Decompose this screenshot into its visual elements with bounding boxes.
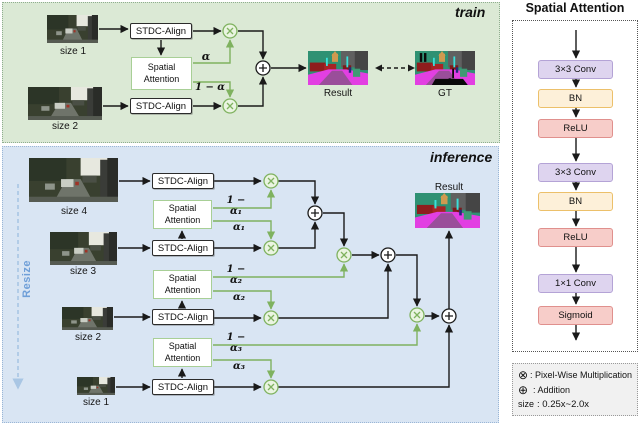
add-icon: ⊕ (518, 383, 529, 397)
legend-text: : Pixel-Wise Multiplication (529, 370, 632, 380)
multiply-node (263, 240, 279, 256)
street-photo (50, 232, 117, 265)
street-photo (47, 15, 98, 43)
layer-conv-1: 3×3 Conv (538, 60, 613, 79)
input-image-caption: size 3 (69, 266, 97, 277)
add-node (441, 308, 457, 324)
train-attention-weight-lines (193, 39, 235, 98)
segmentation-map (415, 193, 480, 228)
layer-bn-2: BN (538, 192, 613, 211)
street-photo (29, 158, 118, 202)
legend-text: : Addition (533, 385, 571, 395)
multiply-node (336, 247, 352, 263)
alpha3-label: α₃ (232, 361, 246, 372)
add-node (307, 205, 323, 221)
legend-multiplication: ⊗ : Pixel-Wise Multiplication (518, 369, 632, 381)
stdc-align-box: STDC-Align (152, 379, 214, 395)
input-image-caption: size 1 (59, 46, 87, 57)
alpha-label: α (201, 50, 211, 63)
size-key: size (518, 399, 535, 409)
stdc-align-box: STDC-Align (152, 173, 214, 189)
multiply-node (409, 307, 425, 323)
spatial-attention-box: Spatial Attention (153, 200, 212, 229)
alpha1-label: α₁ (232, 222, 246, 233)
ground-truth-image (415, 51, 475, 85)
resize-label: Resize (21, 260, 33, 298)
input-image-caption: size 1 (82, 397, 110, 408)
input-image-caption: size 4 (60, 206, 88, 217)
multiply-node (263, 173, 279, 189)
layer-relu-2: ReLU (538, 228, 613, 247)
inference-input-image-size4 (29, 158, 118, 202)
multiply-node (263, 379, 279, 395)
multiply-icon: ⊗ (518, 368, 529, 382)
train-input-image-size2 (28, 87, 102, 120)
street-photo (62, 307, 113, 330)
train-result-image (308, 51, 368, 85)
spatial-attention-box: Spatial Attention (131, 57, 192, 90)
multiply-node (222, 23, 238, 39)
one-minus-alpha2-label: 1 − α₂ (226, 264, 246, 286)
train-input-image-size1 (47, 15, 98, 43)
train-connectors (99, 24, 415, 111)
layer-sigmoid: Sigmoid (538, 306, 613, 325)
stdc-align-box: STDC-Align (152, 240, 214, 256)
inference-input-image-size3 (50, 232, 117, 265)
add-node (255, 60, 271, 76)
result-caption: Result (323, 88, 353, 99)
layer-conv-2: 3×3 Conv (538, 163, 613, 182)
one-minus-alpha-label: 1 − α (195, 82, 225, 93)
add-node (380, 247, 396, 263)
segmentation-map (415, 51, 475, 85)
input-image-caption: size 2 (74, 332, 102, 343)
stdc-align-box: STDC-Align (152, 309, 214, 325)
inference-connectors (114, 176, 454, 392)
gt-caption: GT (438, 88, 452, 99)
inference-result-image (415, 193, 480, 228)
inference-input-image-size1 (77, 377, 115, 395)
legend-text: : 0.25x~2.0x (537, 399, 590, 410)
train-section-label: train (455, 4, 486, 20)
legend-addition: ⊕ : Addition (518, 384, 632, 396)
inference-section-label: inference (430, 149, 493, 165)
alpha2-label: α₂ (232, 292, 246, 303)
module-title: Spatial Attention (525, 1, 625, 15)
result-caption: Result (434, 182, 464, 193)
stdc-align-box: STDC-Align (130, 98, 192, 114)
inference-input-image-size2 (62, 307, 113, 330)
spatial-attention-box: Spatial Attention (153, 338, 212, 367)
multiply-node (263, 310, 279, 326)
multiply-node (222, 98, 238, 114)
stdc-align-box: STDC-Align (130, 23, 192, 39)
layer-conv-1x1: 1×1 Conv (538, 274, 613, 293)
street-photo (28, 87, 102, 120)
one-minus-alpha3-label: 1 − α₃ (226, 332, 246, 354)
inference-attention-weight-lines (213, 189, 422, 379)
layer-relu-1: ReLU (538, 119, 613, 138)
layer-bn-1: BN (538, 89, 613, 108)
input-image-caption: size 2 (51, 121, 79, 132)
legend-box: ⊗ : Pixel-Wise Multiplication ⊕ : Additi… (512, 363, 638, 416)
legend-size-range: size : 0.25x~2.0x (518, 399, 632, 410)
street-photo (77, 377, 115, 395)
one-minus-alpha1-label: 1 − α₁ (226, 195, 246, 217)
spatial-attention-box: Spatial Attention (153, 270, 212, 299)
segmentation-map (308, 51, 368, 85)
